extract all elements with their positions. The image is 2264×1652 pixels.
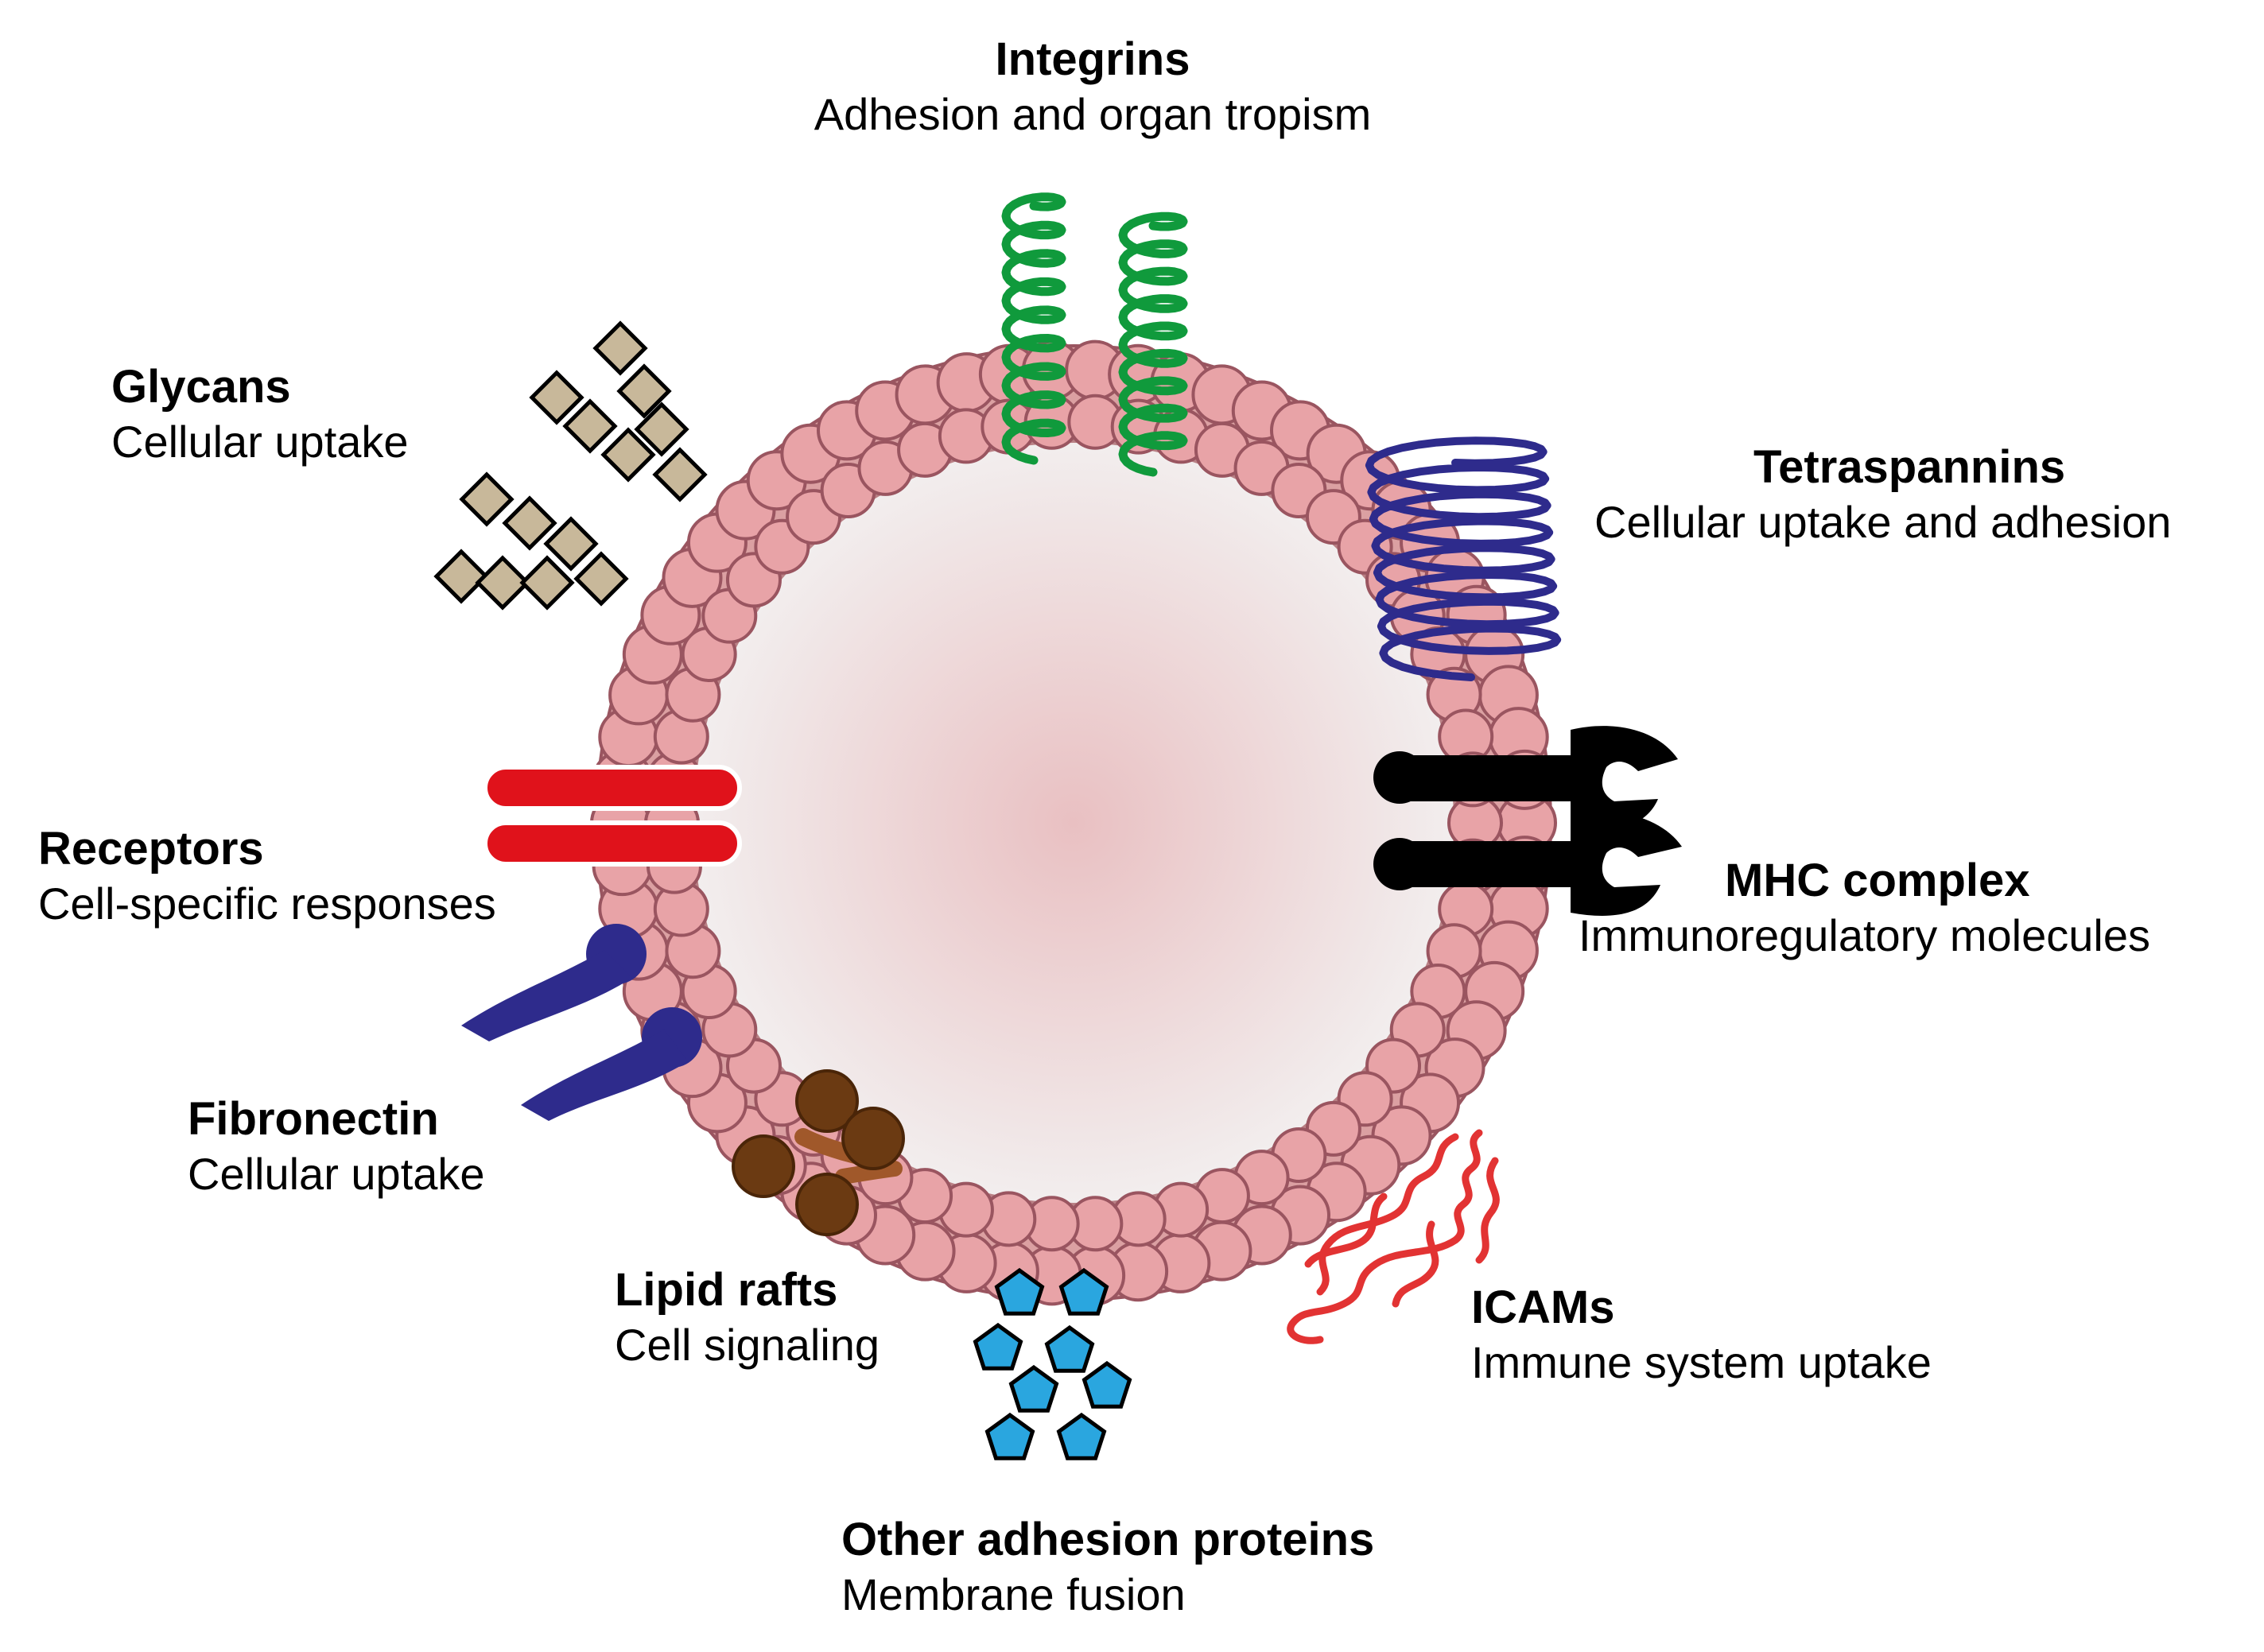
glycan-unit — [600, 427, 656, 483]
glycan-unit — [562, 398, 618, 454]
glycan-unit — [529, 370, 584, 425]
inner-lipid-layer — [644, 394, 1503, 1252]
adhesion-protein-unit — [973, 1322, 1023, 1371]
lipid-rafts-icon — [732, 1069, 905, 1236]
adhesion-protein-unit — [1044, 1324, 1095, 1373]
mhc-complex-label: MHC complex Immunoregulatory molecules — [1579, 853, 2150, 962]
glycan-unit — [519, 555, 575, 611]
adhesion-protein-unit — [1082, 1360, 1132, 1409]
tetraspannins-label: Tetraspannins Cellular uptake and adhesi… — [1594, 440, 2171, 549]
receptors-subtitle: Cell-specific responses — [38, 878, 496, 929]
adhesion-proteins-label: Other adhesion proteins Membrane fusion — [841, 1512, 1374, 1621]
adhesion-protein-unit — [984, 1412, 1035, 1460]
glycans-subtitle: Cellular uptake — [111, 416, 409, 467]
mhc-complex-icon — [1373, 726, 1682, 916]
glycan-unit — [475, 555, 530, 611]
icams-label: ICAMs Immune system uptake — [1471, 1280, 1932, 1389]
mhc-complex-title: MHC complex — [1725, 855, 2030, 906]
mhc-complex-subtitle: Immunoregulatory molecules — [1579, 909, 2150, 960]
receptors-icon — [483, 765, 742, 867]
fibronectin-icon — [461, 924, 702, 1121]
glycan-unit — [592, 320, 648, 376]
lipid-rafts-subtitle: Cell signaling — [615, 1319, 880, 1370]
tetraspannins-subtitle: Cellular uptake and adhesion — [1594, 496, 2172, 547]
fibronectin-label: Fibronectin Cellular uptake — [188, 1092, 485, 1200]
icams-subtitle: Immune system uptake — [1471, 1336, 1932, 1387]
icams-title: ICAMs — [1471, 1282, 1615, 1333]
adhesion-proteins-subtitle: Membrane fusion — [841, 1569, 1186, 1619]
glycan-unit — [634, 401, 689, 457]
adhesion-proteins-title: Other adhesion proteins — [841, 1514, 1375, 1565]
fibronectin-title: Fibronectin — [188, 1093, 439, 1145]
glycan-unit — [459, 471, 515, 527]
integrins-subtitle: Adhesion and organ tropism — [814, 88, 1372, 139]
integrins-label: Integrins Adhesion and organ tropism — [814, 32, 1371, 141]
outer-lipid-layer — [590, 339, 1557, 1306]
adhesion-protein-unit — [994, 1267, 1045, 1316]
glycan-unit — [433, 549, 489, 604]
glycans-icon — [433, 320, 708, 611]
integrins-icon — [1001, 192, 1188, 477]
adhesion-protein-unit — [1058, 1267, 1109, 1316]
glycan-unit — [616, 363, 672, 419]
icams-icon — [1287, 1129, 1500, 1344]
adhesion-protein-unit — [1056, 1412, 1107, 1460]
adhesion-protein-unit — [1008, 1364, 1059, 1413]
receptors-label: Receptors Cell-specific responses — [38, 821, 496, 930]
lipid-rafts-label: Lipid rafts Cell signaling — [615, 1262, 880, 1371]
integrins-title: Integrins — [995, 33, 1190, 85]
adhesion-proteins-icon — [973, 1267, 1132, 1460]
fibronectin-subtitle: Cellular uptake — [188, 1148, 485, 1199]
receptors-title: Receptors — [38, 823, 264, 874]
glycan-unit — [502, 495, 557, 551]
glycan-unit — [543, 516, 599, 572]
lipid-rafts-title: Lipid rafts — [615, 1264, 838, 1316]
glycan-unit — [573, 551, 629, 607]
tetraspannins-title: Tetraspannins — [1753, 441, 2066, 493]
glycan-unit — [652, 447, 708, 502]
glycans-label: Glycans Cellular uptake — [111, 359, 409, 468]
glycans-title: Glycans — [111, 361, 291, 413]
tetraspannins-icon — [1365, 436, 1562, 681]
